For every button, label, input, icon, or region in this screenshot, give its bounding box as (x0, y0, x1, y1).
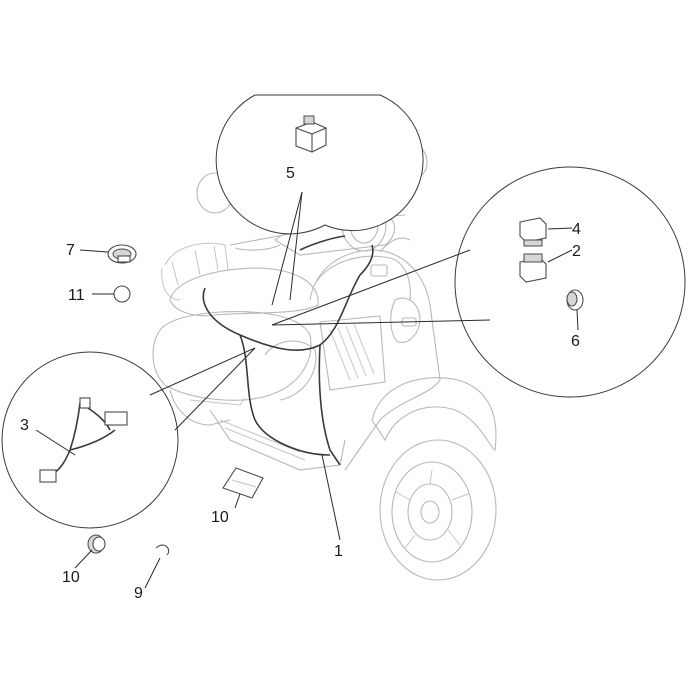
callout-7: 7 (66, 242, 75, 259)
callout-10-upper: 10 (211, 509, 229, 526)
leader-lines (35, 227, 579, 589)
grommet-lower-part (87, 534, 106, 554)
detail-circle-relay (215, 94, 424, 306)
connector-cap-part (519, 217, 547, 247)
clip-part (155, 544, 170, 556)
detail-circle-cable (1, 347, 256, 529)
callout-3: 3 (20, 417, 29, 434)
relay-part (295, 115, 327, 153)
callout-9: 9 (134, 585, 143, 602)
callout-6: 6 (571, 333, 580, 350)
callout-2: 2 (572, 243, 581, 260)
cable-part (39, 397, 128, 483)
grommet-part (566, 289, 584, 311)
detail-circle-connectors (271, 166, 686, 398)
callout-4: 4 (572, 221, 581, 238)
protective-sheet-part (222, 467, 264, 499)
callout-5: 5 (286, 165, 295, 182)
callout-10-lower: 10 (62, 569, 80, 586)
connector-plug-part (519, 253, 547, 283)
clip-ring-part (113, 285, 131, 303)
callout-1: 1 (334, 543, 343, 560)
callout-11: 11 (68, 287, 85, 304)
callout-labels: 7 11 5 4 2 6 3 10 1 10 9 (20, 165, 581, 602)
cable-tie-part (107, 244, 137, 264)
